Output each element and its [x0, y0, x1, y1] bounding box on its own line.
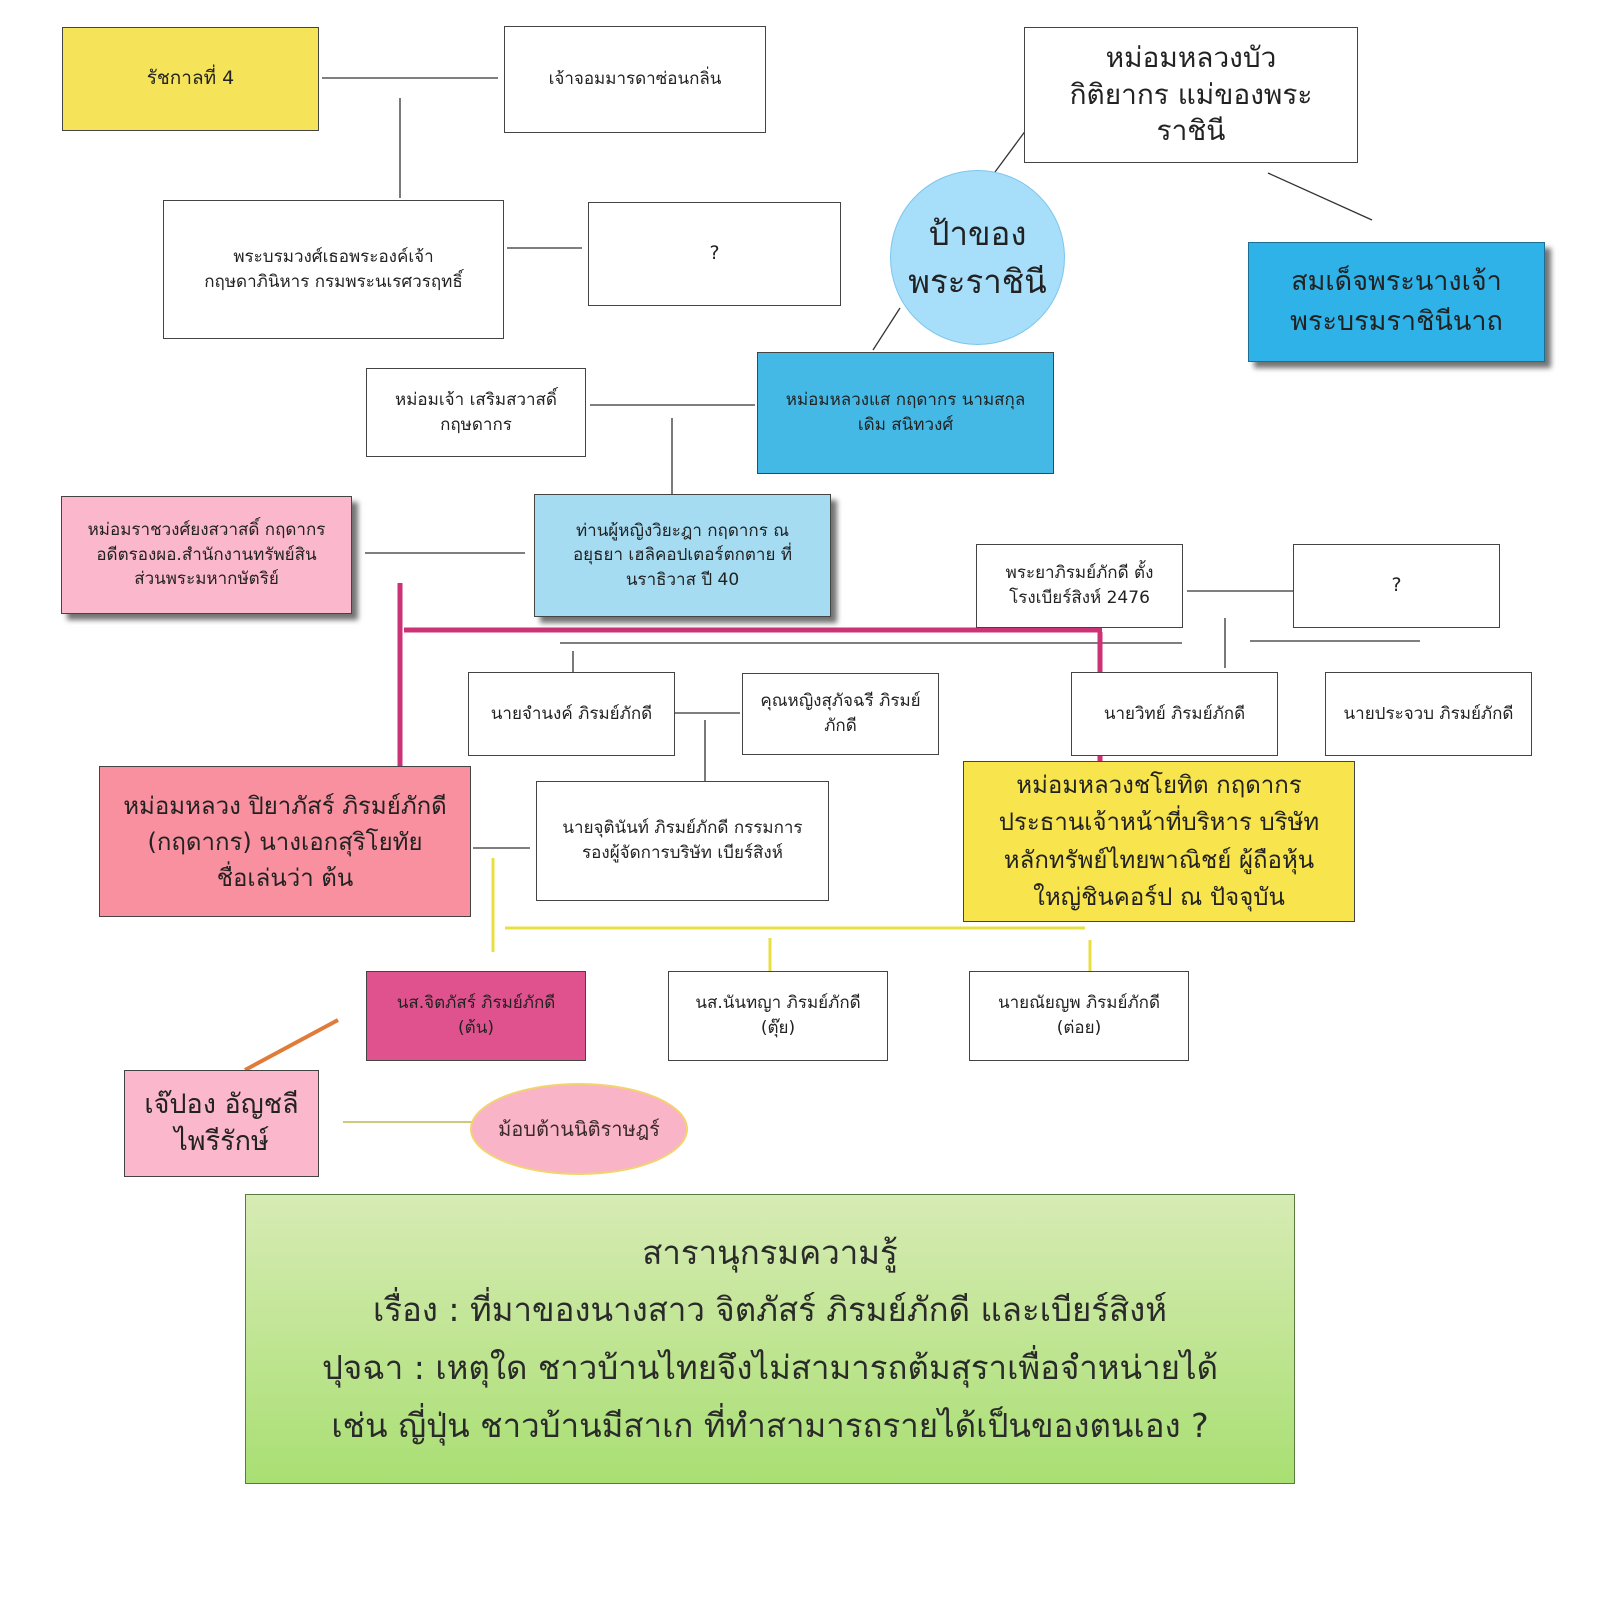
connector [872, 307, 901, 351]
node-ns-jitpat: นส.จิตภัสร์ ภิรมย์ภักดี (ต้น) [366, 971, 586, 1061]
node-je-pong: เจ๊ปอง อัญชลี ไพรีรักษ์ [124, 1070, 319, 1177]
node-nai-naiyaphop: นายณัยญพ ภิรมย์ภักดี (ต่อย) [969, 971, 1189, 1061]
node-nai-jamnong: นายจำนงค์ ภิรมย์ภักดี [468, 672, 675, 756]
node-phraya-phirom: พระยาภิรมย์ภักดี ตั้ง โรงเบียร์สิงห์ 247… [976, 544, 1183, 628]
connector [1267, 172, 1373, 221]
node-than-wiyada: ท่านผู้หญิงวิยะฎา กฤดากร ณ อยุธยา เฮลิคอ… [534, 494, 831, 617]
node-mom-rachawong: หม่อมราชวงศ์ยงสวาสดิ์ กฤดากร อดีตรองผอ.ส… [61, 496, 352, 614]
node-aunt-circle: ป้าของ พระราชินี [890, 170, 1065, 345]
node-unknown-2: ? [1293, 544, 1500, 628]
node-mob-ellipse: ม้อบต้านนิติราษฎร์ [470, 1083, 688, 1175]
node-unknown-1: ? [588, 202, 841, 306]
note-heading: สารานุกรมความรู้ [642, 1232, 898, 1272]
note-question-continued: เช่น ญี่ปุ่น ชาวบ้านมีสาเก ที่ทำสามารถรา… [331, 1405, 1209, 1445]
node-mom-luang-sae: หม่อมหลวงแส กฤดากร นามสกุล เดิม สนิทวงศ์ [757, 352, 1054, 474]
node-mom-luang-piya: หม่อมหลวง ปิยาภัสร์ ภิรมย์ภักดี (กฤดากร)… [99, 766, 471, 917]
node-mom-chao-soem: หม่อมเจ้า เสริมสวาสดิ์ กฤษดากร [366, 368, 586, 457]
node-nai-wit: นายวิทย์ ภิรมย์ภักดี [1071, 672, 1278, 756]
node-chao-chom: เจ้าจอมมารดาซ่อนกลิ่น [504, 26, 766, 133]
highlight-connector [244, 1018, 339, 1072]
knowledge-note-panel: สารานุกรมความรู้ เรื่อง : ที่มาของนางสาว… [245, 1194, 1295, 1484]
node-nai-prajuab: นายประจวบ ภิรมย์ภักดี [1325, 672, 1532, 756]
node-ns-nanthaya: นส.นันทญา ภิรมย์ภักดี (ตุ๊ย) [668, 971, 888, 1061]
node-rama4: รัชกาลที่ 4 [62, 27, 319, 131]
note-question: ปุจฉา : เหตุใด ชาวบ้านไทยจึงไม่สามารถต้ม… [321, 1348, 1219, 1387]
node-mom-luang-chayotit: หม่อมหลวงชโยทิต กฤดากร ประธานเจ้าหน้าที่… [963, 761, 1355, 922]
node-mom-luang-bua: หม่อมหลวงบัว กิติยากร แม่ของพระ ราชินี [1024, 27, 1358, 163]
node-queen: สมเด็จพระนางเจ้า พระบรมราชินีนาถ [1248, 242, 1545, 362]
note-topic: เรื่อง : ที่มาของนางสาว จิตภัสร์ ภิรมย์ภ… [372, 1290, 1168, 1330]
node-nai-jutinan: นายจุตินันท์ ภิรมย์ภักดี กรรมการ รองผู้จ… [536, 781, 829, 901]
node-khunying-sukjaree: คุณหญิงสุภัจฉรี ภิรมย์ ภักดี [742, 673, 939, 755]
node-prince: พระบรมวงศ์เธอพระองค์เจ้า กฤษดาภินิหาร กร… [163, 200, 504, 339]
